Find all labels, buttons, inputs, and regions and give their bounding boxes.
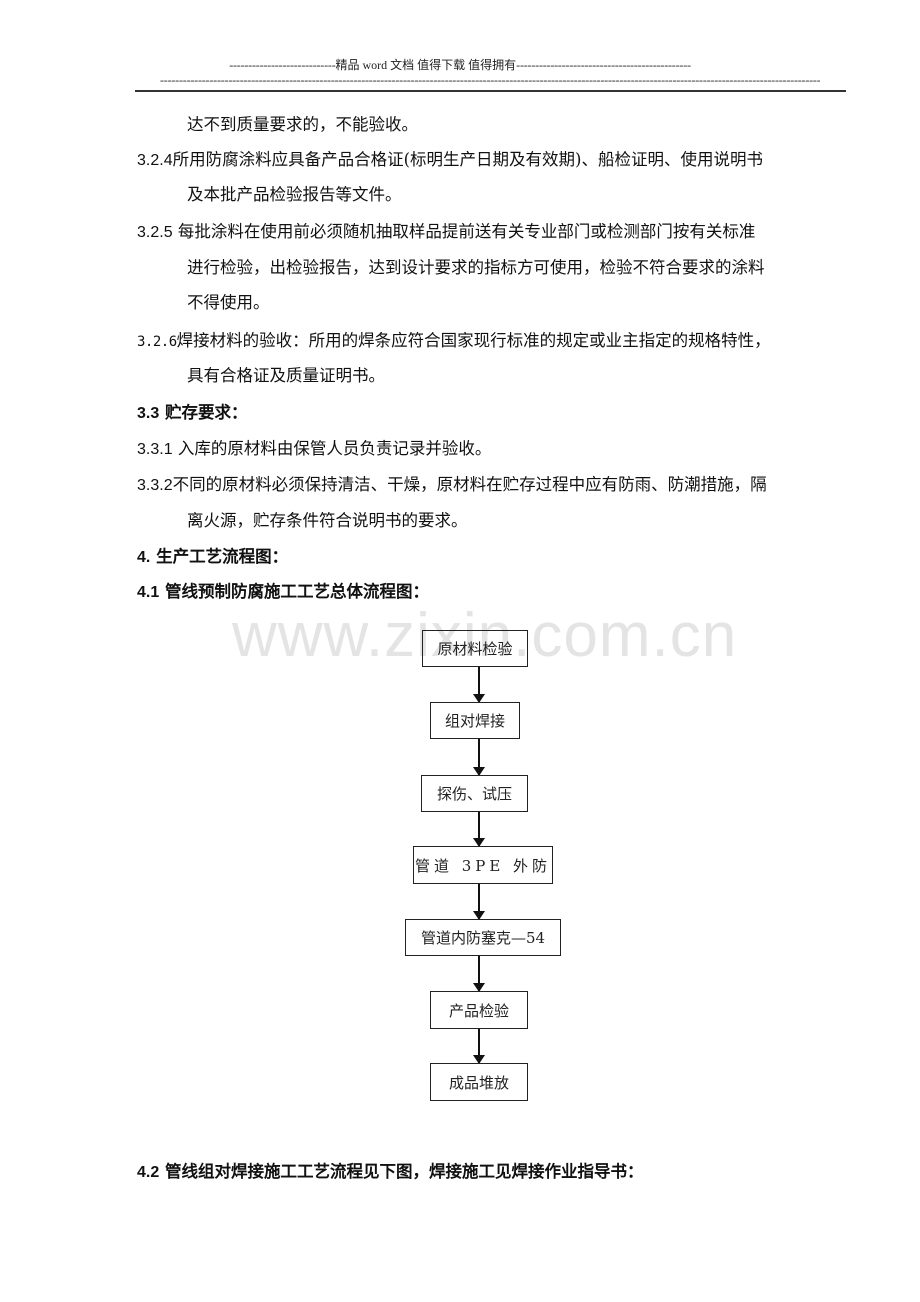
heading-3-3: 3.3 贮存要求： bbox=[137, 401, 248, 426]
paragraph-3-3-1: 3.3.1 入库的原材料由保管人员负责记录并验收。 bbox=[137, 437, 491, 462]
paragraph-text: 不同的原材料必须保持清洁、干燥，原材料在贮存过程中应有防雨、防潮措施，隔 bbox=[172, 475, 767, 494]
heading-4-2: 4.2 管线组对焊接施工工艺流程见下图，焊接施工见焊接作业指导书： bbox=[137, 1160, 644, 1185]
section-number: 4. bbox=[137, 549, 151, 566]
header-dashes-right: ----------------------------------------… bbox=[516, 58, 691, 72]
flow-step-inspection-pressure-test: 探伤、试压 bbox=[421, 775, 528, 812]
flow-step-internal-coating: 管道内防塞克—54 bbox=[405, 919, 561, 956]
section-number: 3.3.2 bbox=[137, 477, 173, 494]
paragraph-text: 每批涂料在使用前必须随机抽取样品提前送有关专业部门或检测部门按有关标准 bbox=[172, 222, 756, 241]
page-header-banner: ----------------------------精品 word 文档 值… bbox=[0, 56, 920, 73]
watermark: www.zixin.com.cn bbox=[232, 601, 738, 670]
section-number: 3.2.4 bbox=[137, 152, 173, 169]
flow-arrow-down-icon bbox=[473, 884, 485, 920]
paragraph-3-3-2-line2: 离火源，贮存条件符合说明书的要求。 bbox=[187, 511, 468, 530]
paragraph-3-2-5: 3.2.5 每批涂料在使用前必须随机抽取样品提前送有关专业部门或检测部门按有关标… bbox=[137, 220, 755, 245]
paragraph-3-2-6-line2: 具有合格证及质量证明书。 bbox=[187, 366, 385, 385]
section-number: 3.2.5 bbox=[137, 224, 173, 241]
paragraph-3-2-4-line2: 及本批产品检验报告等文件。 bbox=[187, 185, 402, 204]
paragraph-continuation: 达不到质量要求的，不能验收。 bbox=[187, 115, 418, 134]
paragraph-3-2-5-line3: 不得使用。 bbox=[187, 293, 270, 312]
paragraph-3-2-6: 3.2.6焊接材料的验收：所用的焊条应符合国家现行标准的规定或业主指定的规格特性… bbox=[137, 329, 771, 354]
section-number: 4.1 bbox=[137, 584, 160, 601]
section-number: 3.2.6 bbox=[137, 334, 177, 350]
header-rule bbox=[135, 90, 846, 92]
flow-arrow-down-icon bbox=[473, 1029, 485, 1064]
flow-arrow-down-icon bbox=[473, 739, 485, 776]
heading-text: 生产工艺流程图： bbox=[150, 547, 289, 566]
flow-arrow-down-icon bbox=[473, 667, 485, 703]
paragraph-text: 入库的原材料由保管人员负责记录并验收。 bbox=[172, 439, 492, 458]
paragraph-text: 焊接材料的验收：所用的焊条应符合国家现行标准的规定或业主指定的规格特性， bbox=[176, 331, 771, 350]
section-number: 3.3.1 bbox=[137, 441, 173, 458]
header-banner-text: 精品 word 文档 值得下载 值得拥有 bbox=[335, 58, 517, 72]
flow-arrow-down-icon bbox=[473, 956, 485, 992]
heading-text: 贮存要求： bbox=[159, 403, 248, 422]
heading-text: 管线组对焊接施工工艺流程见下图，焊接施工见焊接作业指导书： bbox=[159, 1162, 644, 1181]
heading-text: 管线预制防腐施工工艺总体流程图： bbox=[159, 582, 429, 601]
heading-4-1: 4.1 管线预制防腐施工工艺总体流程图： bbox=[137, 580, 429, 605]
flow-step-finished-product-storage: 成品堆放 bbox=[430, 1063, 528, 1101]
paragraph-3-3-2: 3.3.2不同的原材料必须保持清洁、干燥，原材料在贮存过程中应有防雨、防潮措施，… bbox=[137, 473, 767, 498]
paragraph-3-2-5-line2: 进行检验，出检验报告，达到设计要求的指标方可使用，检验不符合要求的涂料 bbox=[187, 258, 765, 277]
header-dashes-left: ---------------------------- bbox=[229, 58, 336, 72]
flow-step-3pe-external-coating: 管道 3PE 外防 bbox=[413, 846, 553, 884]
section-number: 3.3 bbox=[137, 405, 160, 422]
flow-step-product-inspection: 产品检验 bbox=[430, 991, 528, 1029]
paragraph-3-2-4: 3.2.4所用防腐涂料应具备产品合格证(标明生产日期及有效期)、船检证明、使用说… bbox=[137, 148, 763, 173]
section-number: 4.2 bbox=[137, 1164, 160, 1181]
heading-4: 4. 生产工艺流程图： bbox=[137, 545, 288, 570]
paragraph-text: 所用防腐涂料应具备产品合格证(标明生产日期及有效期)、船检证明、使用说明书 bbox=[172, 150, 763, 169]
flow-step-assembly-welding: 组对焊接 bbox=[430, 702, 520, 739]
header-dash-line: ----------------------------------------… bbox=[160, 73, 820, 87]
flow-step-raw-material-inspection: 原材料检验 bbox=[422, 630, 528, 667]
flow-arrow-down-icon bbox=[473, 812, 485, 847]
